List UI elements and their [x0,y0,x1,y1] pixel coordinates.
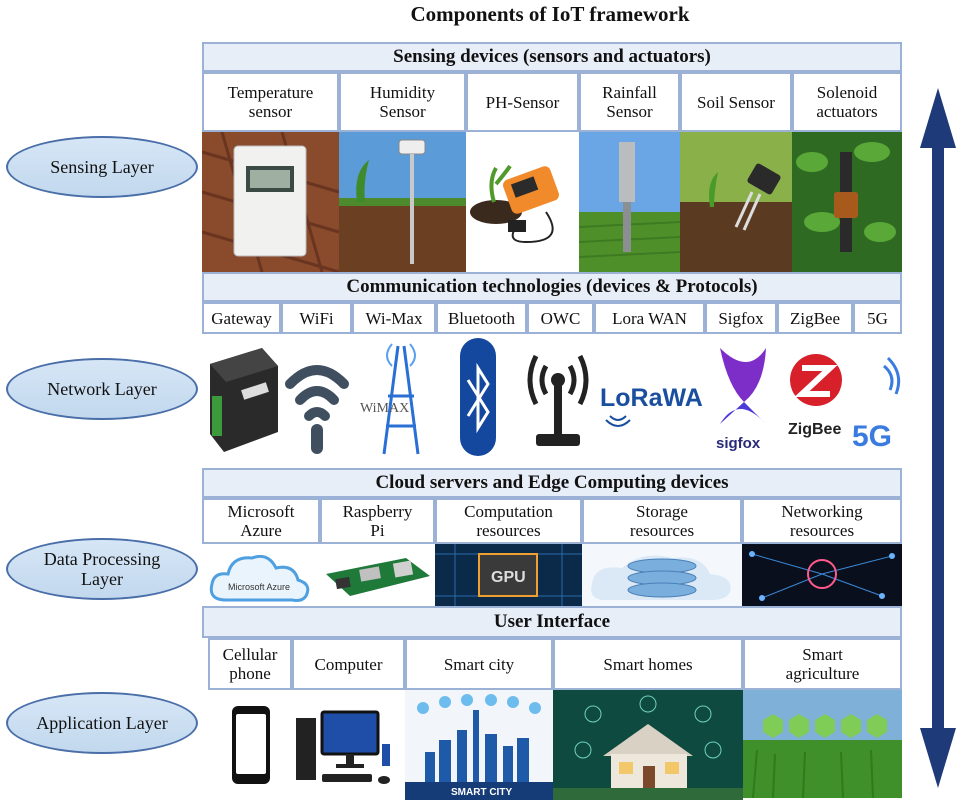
double-headed-arrow-icon [918,88,958,788]
ui-label-smart-agriculture: Smart agriculture [743,638,902,690]
wimax-logo-text: WiMAX [360,401,409,416]
network-label-lorawan: Lora WAN [594,302,705,334]
sensing-header: Sensing devices (sensors and actuators) [202,42,902,72]
rainfall-sensor-image [579,132,680,272]
cloud-label-raspberry-pi: Raspberry Pi [320,498,435,544]
sensor-label-soil: Soil Sensor [680,72,792,132]
sensor-label-solenoid: Solenoid actuators [792,72,902,132]
cloud-label-computation: Computation resources [435,498,582,544]
cloud-header: Cloud servers and Edge Computing devices [202,468,902,498]
lorawan-logo-text: LoRaWAN [600,384,702,412]
network-header: Communication technologies (devices & Pr… [202,272,902,302]
network-label-wifi: WiFi [281,302,352,334]
sensor-label-temperature: Temperature sensor [202,72,339,132]
azure-cloud-image: Microsoft Azure [202,544,320,606]
network-label-wimax: Wi-Max [352,302,436,334]
azure-logo-text: Microsoft Azure [228,582,290,592]
smart-agriculture-image [743,690,902,798]
data-processing-layer-oval: Data Processing Layer [6,538,198,600]
cloud-label-storage: Storage resources [582,498,742,544]
computer-icon [292,700,404,794]
application-layer-oval: Application Layer [6,692,198,754]
smart-home-image [553,690,743,800]
lorawan-logo: LoRaWAN [598,350,702,446]
cloud-label-networking: Networking resources [742,498,902,544]
network-label-sigfox: Sigfox [705,302,777,334]
network-label-gateway: Gateway [202,302,281,334]
ui-label-smart-city: Smart city [405,638,553,690]
sensor-label-rainfall: Rainfall Sensor [579,72,680,132]
cloud-label-azure: Microsoft Azure [202,498,320,544]
solenoid-actuator-image [792,132,902,272]
humidity-sensor-image [339,132,466,272]
sensor-label-ph: PH-Sensor [466,72,579,132]
networking-resources-image [742,544,902,606]
5g-logo-text: 5G [852,420,892,453]
wimax-tower-icon: WiMAX [354,336,436,460]
wifi-icon [284,340,350,458]
zigbee-logo-text: ZigBee [788,421,841,438]
ui-label-smart-homes: Smart homes [553,638,743,690]
smart-city-logo-text: SMART CITY [451,787,512,798]
ui-label-computer: Computer [292,638,405,690]
sensing-layer-oval: Sensing Layer [6,136,198,198]
gpu-logo-text: GPU [491,569,526,586]
network-label-5g: 5G [853,302,902,334]
network-label-bluetooth: Bluetooth [436,302,527,334]
page-title: Components of IoT framework [410,2,690,26]
soil-sensor-image [680,132,792,272]
cellular-phone-icon [222,700,280,790]
network-label-owc: OWC [527,302,594,334]
network-label-zigbee: ZigBee [777,302,853,334]
gpu-chip-image: GPU [435,544,582,606]
temperature-sensor-image [202,132,339,272]
ui-label-cellular-phone: Cellular phone [208,638,292,690]
zigbee-logo: ZigBee [780,336,852,460]
sensor-label-humidity: Humidity Sensor [339,72,466,132]
owc-antenna-icon [524,336,592,460]
ui-header: User Interface [202,606,902,638]
sigfox-logo: sigfox [708,336,778,460]
bluetooth-icon [458,336,498,460]
ph-sensor-image [466,132,579,272]
raspberry-pi-image [320,544,435,606]
smart-city-image: SMART CITY [405,690,553,800]
storage-database-image [582,544,742,606]
sigfox-logo-text: sigfox [716,435,761,452]
5g-logo: 5G [852,336,902,460]
gateway-device-image [202,336,282,460]
network-layer-oval: Network Layer [6,358,198,420]
